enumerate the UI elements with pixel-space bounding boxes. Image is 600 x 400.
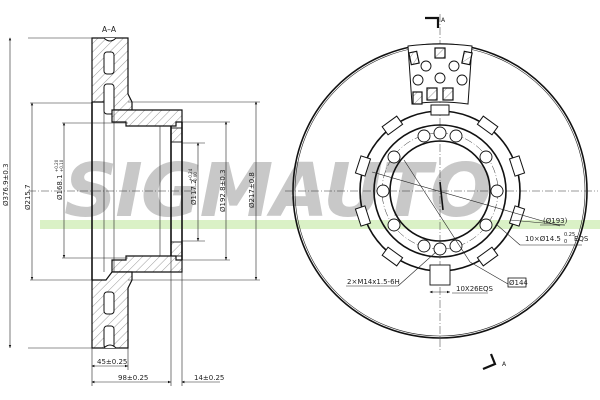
watermark-stripe [40,220,600,229]
section-title: A–A [102,25,117,34]
section-arrow-top-icon [425,16,440,28]
dim-thick-14: 14±0.25 [194,374,224,382]
svg-text:0.00: 0.00 [193,172,198,181]
svg-text:0: 0 [564,239,567,245]
svg-text:0.25: 0.25 [564,232,575,238]
vent-slot [103,83,115,115]
vent-cutaway [407,43,473,105]
callout-bore: Ø144 [509,279,528,287]
dim-center-bore: Ø168.1 [56,174,64,200]
dim-pilot: Ø117.2 [190,179,198,205]
dim-outer-diameter: Ø376.9±0.3 [2,163,10,206]
dim-217: Ø217±0.8 [248,172,256,208]
dim-width-45: 45±0.25 [97,358,127,366]
callout-holes: 10×Ø14.5 0.25 0 EQS [525,232,589,245]
svg-text:+0.20: +0.20 [54,159,59,172]
hat-bottom [111,255,183,273]
dim-215: Ø215.7 [24,184,32,210]
section-view: A–A [2,25,260,386]
bolt-holes [376,126,504,256]
dim-hat: Ø192.8±0.3 [219,169,227,212]
svg-text:A: A [502,361,507,368]
center-bore [389,140,491,242]
svg-text:10×Ø14.5: 10×Ø14.5 [525,235,561,243]
callout-notches: 10X26EQS [456,285,494,293]
svg-text:+0.10: +0.10 [59,159,64,172]
dim-height-98: 98±0.25 [118,374,148,382]
hat-top [111,109,183,127]
svg-text:+0.24: +0.24 [188,168,193,181]
vent-slot [103,51,115,75]
callout-pcd: (Ø193) [543,217,568,225]
vent-slot [103,291,115,315]
svg-text:A: A [441,17,446,24]
section-arrow-bottom-icon [482,353,497,371]
svg-text:EQS: EQS [574,235,589,243]
callout-threads: 2×M14x1.5-6H [347,278,400,286]
front-view: A A (Ø193) 10×Ø14.5 0.25 0 EQS 2×M14x1.5… [285,14,598,371]
